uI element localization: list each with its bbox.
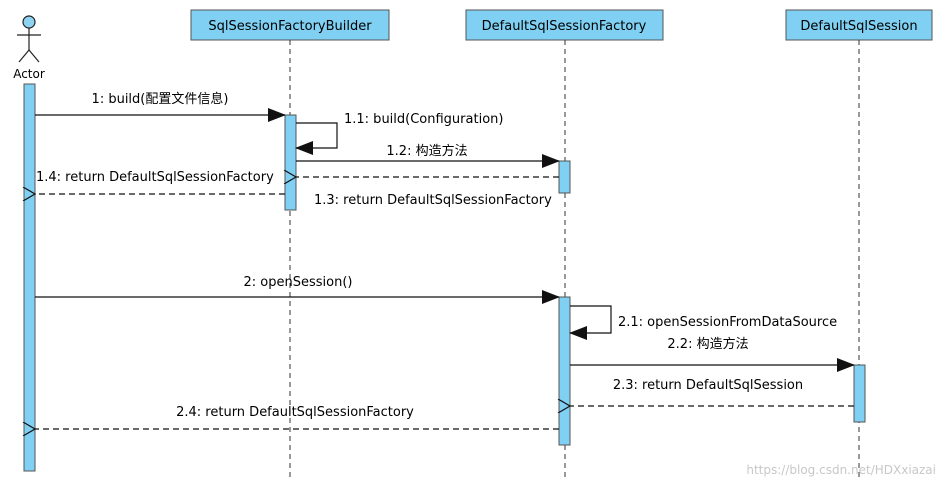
- message-1-4-label: 1.4: return DefaultSqlSessionFactory: [36, 170, 274, 185]
- activation-factory-1: [558, 160, 571, 194]
- activation-factory-2: [558, 296, 571, 446]
- participant-session: DefaultSqlSession: [785, 9, 933, 41]
- participant-session-label: DefaultSqlSession: [800, 19, 917, 34]
- message-2-1-arrow: [569, 305, 612, 340]
- actor-label: Actor: [13, 67, 45, 81]
- participant-builder-label: SqlSessionFactoryBuilder: [208, 19, 372, 34]
- activation-session: [853, 364, 866, 423]
- participant-factory-label: DefaultSqlSessionFactory: [482, 19, 647, 34]
- message-2-1-label: 2.1: openSessionFromDataSource: [618, 315, 837, 330]
- message-1-label: 1: build(配置文件信息): [92, 91, 229, 107]
- message-1-1-label: 1.1: build(Configuration): [344, 112, 503, 127]
- message-2-2-label: 2.2: 构造方法: [667, 336, 748, 352]
- message-1-3-label: 1.3: return DefaultSqlSessionFactory: [314, 193, 552, 208]
- message-2-4-label: 2.4: return DefaultSqlSessionFactory: [176, 405, 414, 420]
- message-2-3-label: 2.3: return DefaultSqlSession: [613, 378, 803, 393]
- activation-builder: [284, 114, 297, 211]
- actor-figure: [17, 15, 41, 63]
- participant-factory: DefaultSqlSessionFactory: [465, 9, 664, 41]
- watermark-text: https://blog.csdn.net/HDXxiazai: [746, 463, 936, 477]
- activation-actor: [23, 83, 36, 472]
- participant-builder: SqlSessionFactoryBuilder: [190, 9, 390, 41]
- message-1-1-arrow: [295, 122, 338, 155]
- message-1-2-label: 1.2: 构造方法: [386, 143, 467, 159]
- message-2-label: 2: openSession(): [244, 275, 353, 290]
